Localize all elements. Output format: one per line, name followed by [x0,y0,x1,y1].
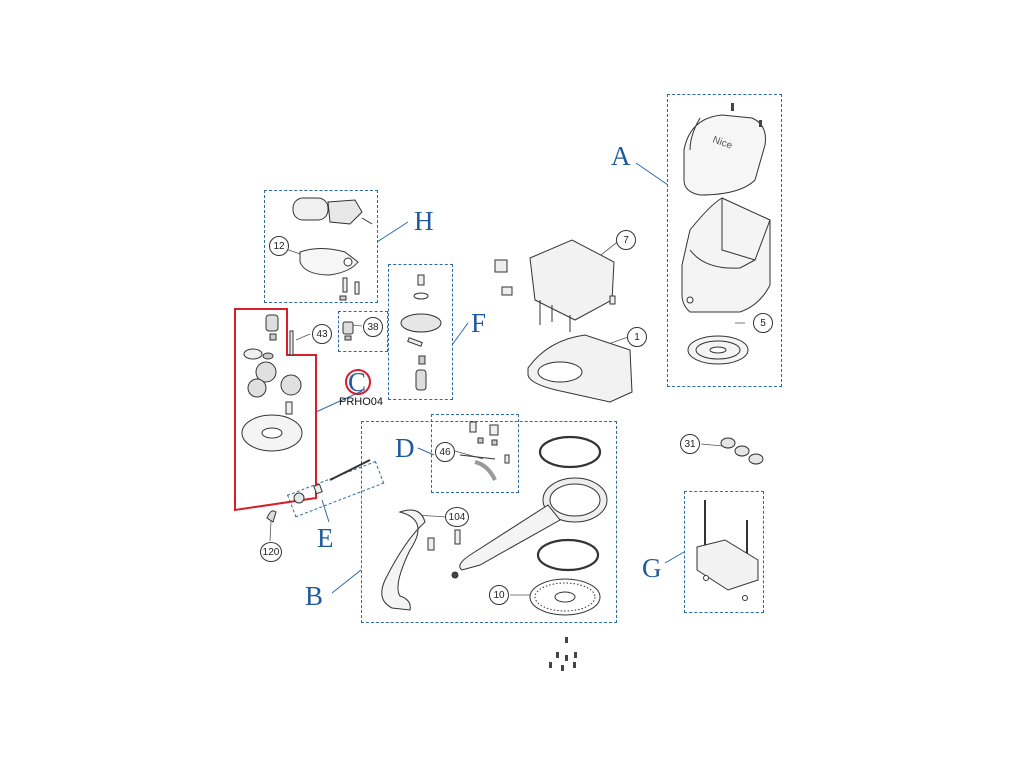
callout-43[interactable]: 43 [312,324,332,344]
callout-10[interactable]: 10 [489,585,509,605]
group-d-box[interactable] [431,414,519,493]
callout-38[interactable]: 38 [363,317,383,337]
callout-1[interactable]: 1 [627,327,647,347]
group-h-box[interactable] [264,190,378,303]
group-label-h[interactable]: H [414,206,434,236]
callout-31[interactable]: 31 [680,434,700,454]
callout-120[interactable]: 120 [260,542,282,562]
group-f-sub-box[interactable] [338,311,388,352]
callout-5[interactable]: 5 [753,313,773,333]
group-label-f[interactable]: F [471,308,487,338]
group-label-g[interactable]: G [642,553,662,583]
selected-code-label: PRHO04 [339,396,384,408]
group-c-selection-ring [345,369,371,395]
group-b-box[interactable] [361,421,617,623]
group-g-box[interactable] [684,491,764,613]
group-label-b[interactable]: B [305,581,324,611]
group-label-a[interactable]: A [611,141,631,171]
callout-104[interactable]: 104 [445,507,469,527]
callout-46[interactable]: 46 [435,442,455,462]
group-f-box[interactable] [388,264,453,400]
group-a-box[interactable] [667,94,782,387]
callout-7[interactable]: 7 [616,230,636,250]
group-label-e[interactable]: E [317,523,334,553]
group-label-d[interactable]: D [395,433,415,463]
callout-12[interactable]: 12 [269,236,289,256]
